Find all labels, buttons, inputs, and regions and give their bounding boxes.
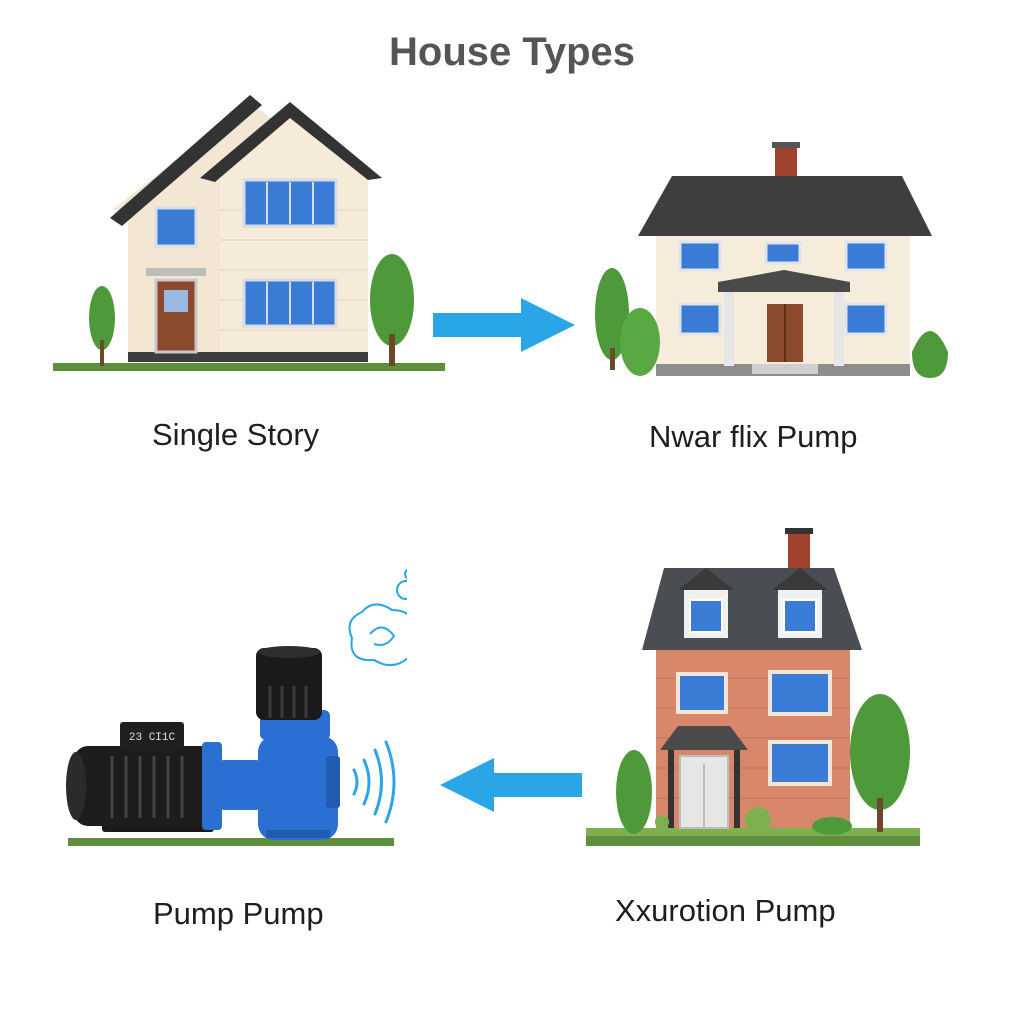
- arrow-left-icon: [440, 758, 582, 812]
- panel-colonial-house: [592, 142, 962, 382]
- panel-label-single-story: Single Story: [152, 417, 320, 452]
- arrow-right-icon: [433, 298, 575, 352]
- water-pump-icon: 23 CI1C: [66, 568, 407, 846]
- panel-label-water-pump: Pump Pump: [153, 896, 324, 931]
- page-title: House Types: [389, 30, 635, 74]
- pump-plate-text: 23 CI1C: [129, 732, 176, 744]
- two-story-house-icon: [53, 95, 445, 371]
- panel-water-pump: 23 CI1C: [62, 560, 407, 850]
- panel-label-colonial-house: Nwar flix Pump: [649, 419, 858, 454]
- panel-brick-house: [584, 528, 924, 853]
- panel-single-story: [50, 90, 450, 380]
- brick-house-icon: [586, 528, 920, 846]
- panel-label-brick-house: Xxurotion Pump: [615, 893, 836, 928]
- colonial-house-icon: [595, 142, 948, 378]
